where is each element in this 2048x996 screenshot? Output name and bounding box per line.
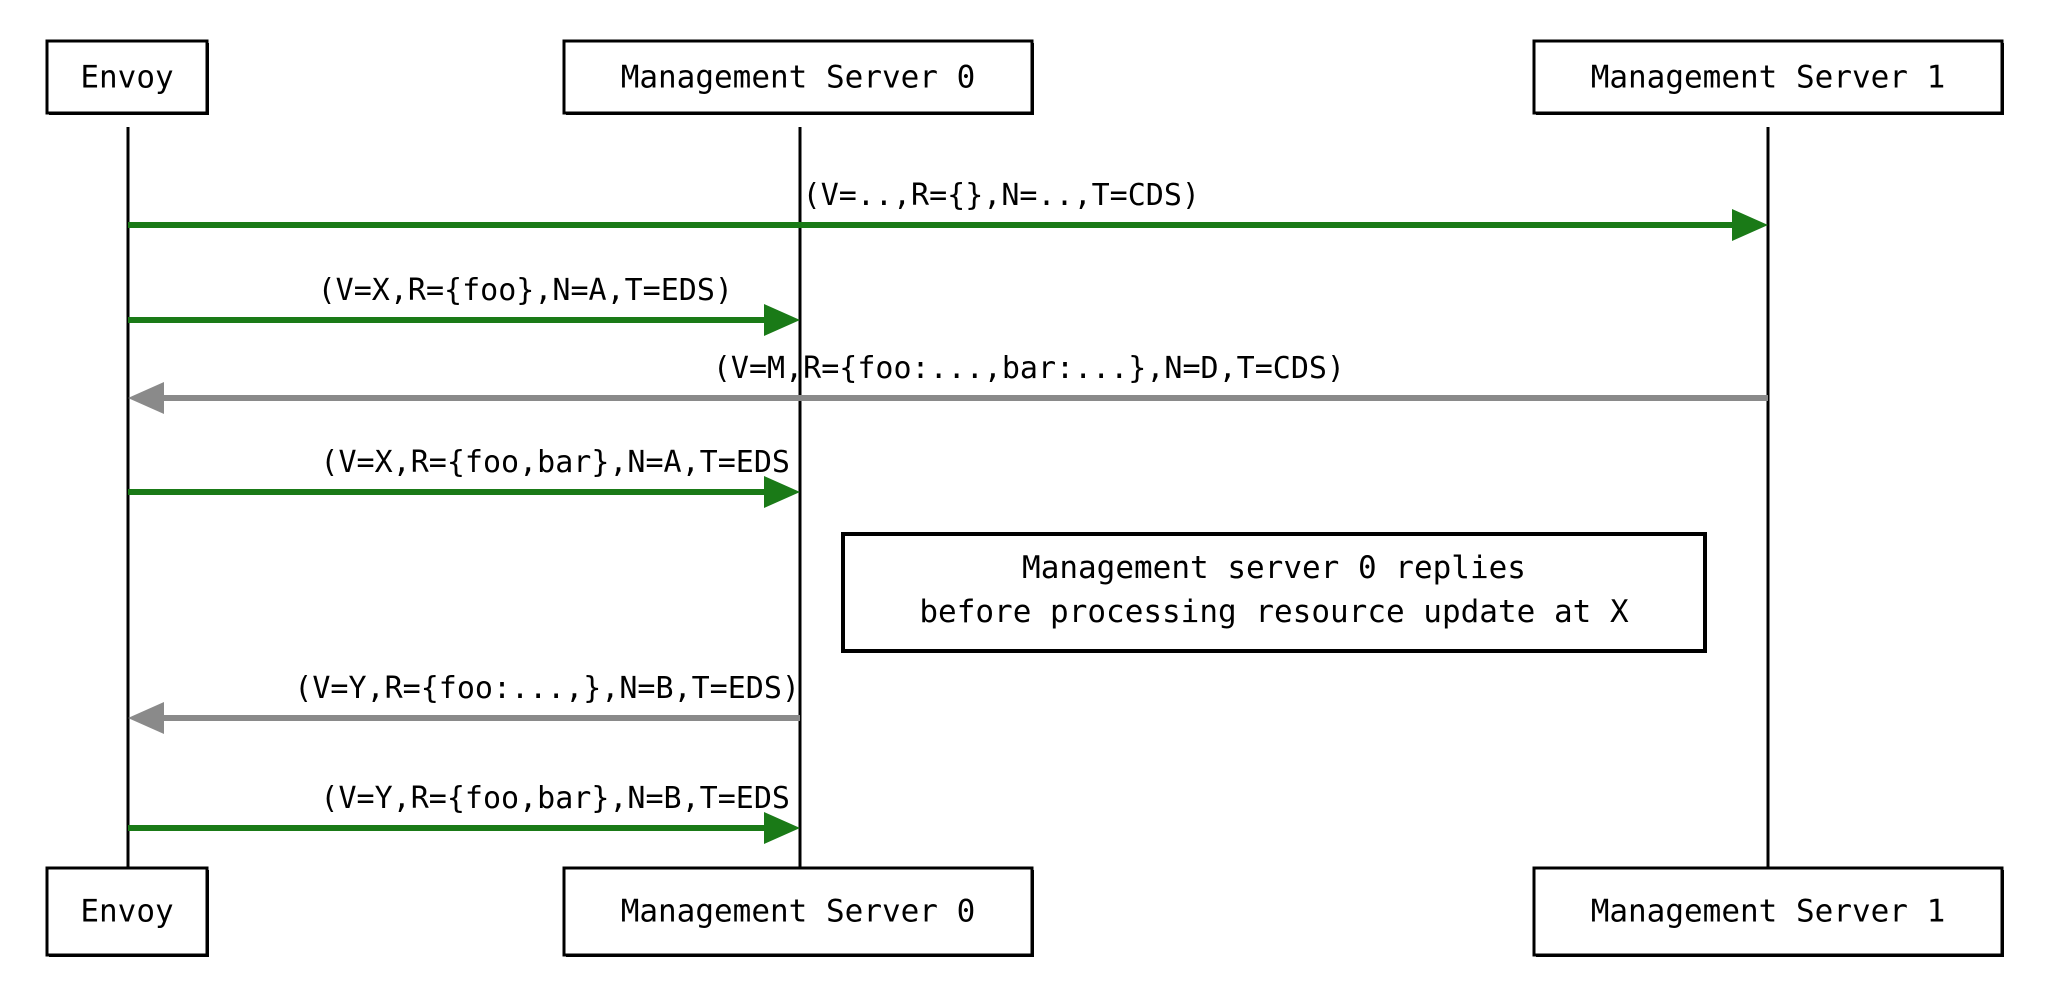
message-4-label: (V=X,R={foo,bar},N=A,T=EDS: [320, 445, 790, 480]
message-3-label: (V=M,R={foo:...,bar:...},N=D,T=CDS): [713, 351, 1345, 386]
message-3-arrowhead: [128, 382, 164, 414]
actor-mgmt1-bottom[interactable]: Management Server 1: [1532, 866, 2004, 957]
actor-envoy-top-label: Envoy: [80, 60, 173, 96]
message-1[interactable]: (V=..,R={},N=..,T=CDS): [128, 178, 1768, 241]
actor-mgmt0-bottom-label: Management Server 0: [621, 894, 976, 930]
actor-mgmt0-top-box: [562, 39, 1034, 115]
message-2[interactable]: (V=X,R={foo},N=A,T=EDS): [128, 273, 800, 336]
actor-mgmt0-top-label: Management Server 0: [621, 60, 976, 96]
actor-boxes-top: Envoy Management Server 0 Management Ser…: [45, 39, 2004, 115]
actor-mgmt0-bottom[interactable]: Management Server 0: [562, 866, 1034, 957]
lifelines-layer: [126, 127, 1770, 868]
message-5-label: (V=Y,R={foo:...,},N=B,T=EDS): [294, 671, 800, 706]
message-1-label: (V=..,R={},N=..,T=CDS): [803, 178, 1200, 213]
message-5[interactable]: (V=Y,R={foo:...,},N=B,T=EDS): [128, 671, 800, 734]
message-3[interactable]: (V=M,R={foo:...,bar:...},N=D,T=CDS): [128, 351, 1768, 414]
note-line-2: before processing resource update at X: [919, 594, 1629, 630]
actor-envoy-bottom-label: Envoy: [80, 894, 173, 930]
message-4[interactable]: (V=X,R={foo,bar},N=A,T=EDS: [128, 445, 800, 508]
note-mgmt0-reply-order: Management server 0 replies before proce…: [841, 532, 1707, 653]
message-6[interactable]: (V=Y,R={foo,bar},N=B,T=EDS: [128, 781, 800, 844]
message-4-arrowhead: [764, 476, 800, 508]
message-5-arrowhead: [128, 702, 164, 734]
message-6-arrowhead: [764, 812, 800, 844]
note-box: [841, 532, 1707, 653]
actor-mgmt1-top-box: [1532, 39, 2004, 115]
actor-mgmt1-top-label: Management Server 1: [1591, 60, 1946, 96]
note-line-1: Management server 0 replies: [1022, 550, 1526, 586]
actor-envoy-bottom-box: [45, 866, 209, 957]
message-1-arrowhead: [1732, 209, 1768, 241]
actor-mgmt0-bottom-box: [562, 866, 1034, 957]
actor-envoy-top[interactable]: Envoy: [45, 39, 209, 115]
actor-envoy-bottom[interactable]: Envoy: [45, 866, 209, 957]
actor-mgmt1-top[interactable]: Management Server 1: [1532, 39, 2004, 115]
message-2-arrowhead: [764, 304, 800, 336]
messages-layer: (V=..,R={},N=..,T=CDS) (V=X,R={foo},N=A,…: [128, 178, 1768, 844]
actor-envoy-top-box: [45, 39, 209, 115]
actor-mgmt1-bottom-label: Management Server 1: [1591, 894, 1946, 930]
actor-boxes-bottom: Envoy Management Server 0 Management Ser…: [45, 866, 2004, 957]
message-6-label: (V=Y,R={foo,bar},N=B,T=EDS: [320, 781, 790, 816]
actor-mgmt1-bottom-box: [1532, 866, 2004, 957]
message-2-label: (V=X,R={foo},N=A,T=EDS): [318, 273, 733, 308]
actor-mgmt0-top[interactable]: Management Server 0: [562, 39, 1034, 115]
